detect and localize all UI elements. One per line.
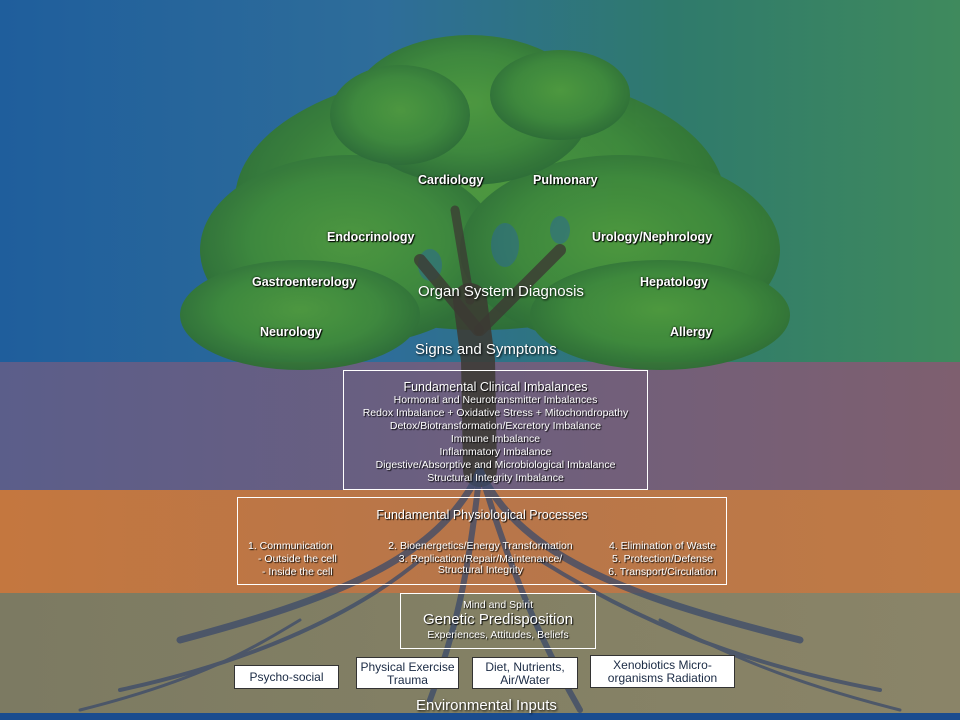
physiological-title: Fundamental Physiological Processes <box>376 508 588 522</box>
label-pulmonary: Pulmonary <box>533 173 598 187</box>
clinical-item: Inflammatory Imbalance <box>439 446 552 458</box>
tree-roots <box>78 466 902 713</box>
label-allergy: Allergy <box>670 325 713 339</box>
physiological-band <box>0 490 960 593</box>
input-psycho-social: Psycho-social <box>234 665 339 689</box>
label-cardiology: Cardiology <box>418 173 484 187</box>
bottom-band <box>0 713 960 720</box>
process-item: 6. Transport/Circulation <box>608 566 717 578</box>
organ-system-title: Organ System Diagnosis <box>418 283 584 300</box>
input-label: organisms Radiation <box>607 671 718 685</box>
genetic-title: Genetic Predisposition <box>422 611 574 628</box>
tree-canopy <box>180 35 790 370</box>
label-endocrinology: Endocrinology <box>327 230 415 244</box>
label-hepatology: Hepatology <box>640 275 709 289</box>
signs-symptoms-title: Signs and Symptoms <box>415 341 557 358</box>
label-neurology: Neurology <box>260 325 322 339</box>
process-item: - Outside the cell <box>258 553 337 565</box>
input-diet-nutrients: Diet, Nutrients, Air/Water <box>472 657 578 689</box>
experiences-label: Experiences, Attitudes, Beliefs <box>427 629 569 641</box>
clinical-item: Hormonal and Neurotransmitter Imbalances <box>393 394 598 406</box>
clinical-imbalances-box: Fundamental Clinical Imbalances Hormonal… <box>343 370 648 490</box>
clinical-item: Immune Imbalance <box>450 433 541 445</box>
genetic-predisposition-box: Mind and Spirit Genetic Predisposition E… <box>400 593 596 649</box>
process-item: - Inside the cell <box>262 566 333 578</box>
clinical-item: Digestive/Absorptive and Microbiological… <box>375 459 616 471</box>
mind-spirit-label: Mind and Spirit <box>462 599 534 611</box>
input-label: Psycho-social <box>249 670 324 684</box>
physiological-processes-box: Fundamental Physiological Processes 1. C… <box>237 497 727 585</box>
process-item: 5. Protection/Defense <box>612 553 713 565</box>
physiological-column-middle: 2. Bioenergetics/Energy Transformation 3… <box>378 540 583 575</box>
roots-band <box>0 593 960 713</box>
input-label: Air/Water <box>500 673 550 687</box>
clinical-item: Detox/Biotransformation/Excretory Imbala… <box>389 420 602 432</box>
process-item: Structural Integrity <box>437 564 524 576</box>
tree-trunk <box>414 205 566 487</box>
label-gastroenterology: Gastroenterology <box>252 275 357 289</box>
physiological-column-left: 1. Communication - Outside the cell - In… <box>248 540 358 579</box>
input-label: Physical Exercise <box>360 660 455 674</box>
label-urology-nephrology: Urology/Nephrology <box>592 230 713 244</box>
input-label: Diet, Nutrients, <box>485 660 565 674</box>
input-label: Xenobiotics Micro- <box>613 658 712 672</box>
environmental-inputs-title: Environmental Inputs <box>416 697 557 714</box>
clinical-item: Redox Imbalance + Oxidative Stress + Mit… <box>362 407 629 419</box>
clinical-title: Fundamental Clinical Imbalances <box>403 380 588 394</box>
process-item: 1. Communication <box>248 540 333 552</box>
input-xenobiotics: Xenobiotics Micro- organisms Radiation <box>590 655 735 688</box>
physiological-column-right: 4. Elimination of Waste 5. Protection/De… <box>600 540 725 579</box>
clinical-item: Structural Integrity Imbalance <box>427 472 564 484</box>
input-physical-exercise: Physical Exercise Trauma <box>356 657 459 689</box>
process-item: 4. Elimination of Waste <box>609 540 716 552</box>
input-label: Trauma <box>387 673 428 687</box>
process-item: 2. Bioenergetics/Energy Transformation <box>388 540 573 552</box>
process-item: 3. Replication/Repair/Maintenance/ <box>398 553 563 565</box>
